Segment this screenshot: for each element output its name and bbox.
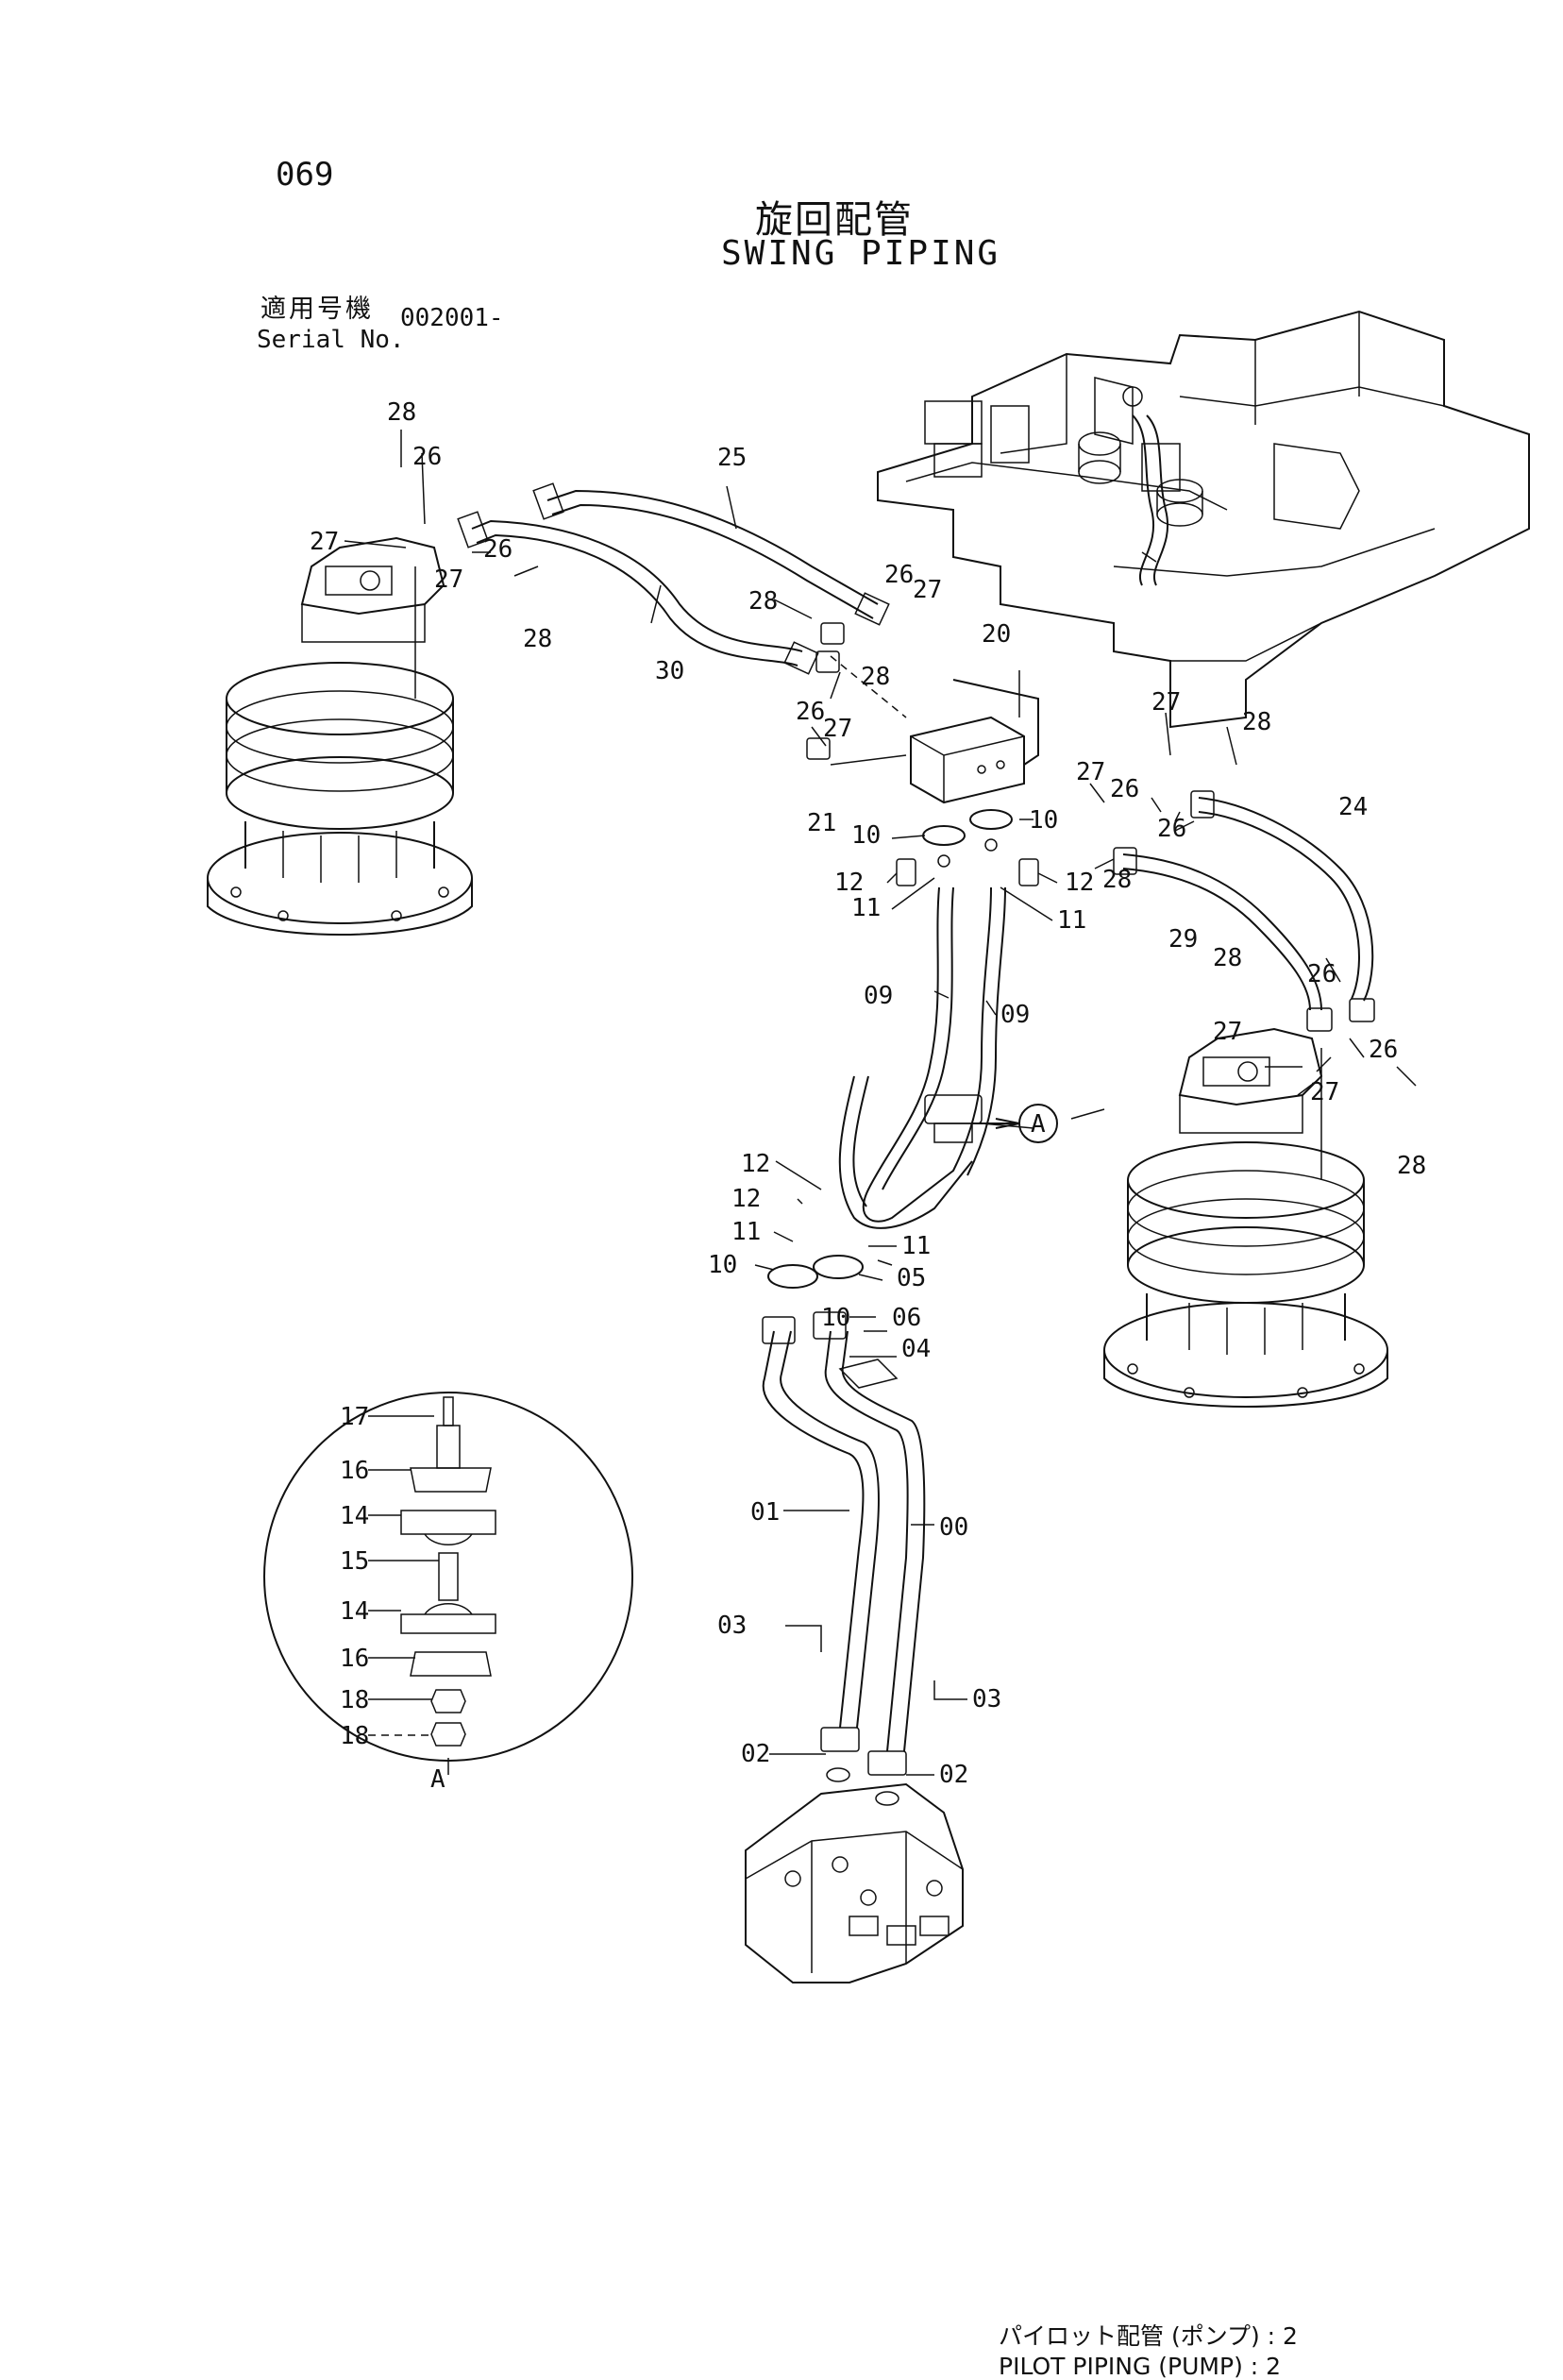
callout-21: 21 [807,809,836,837]
callout-28: 28 [1397,1152,1426,1180]
callout-09: 09 [864,982,893,1010]
callout-30: 30 [655,657,684,685]
callout-18: 18 [340,1722,369,1750]
page-number: 069 [276,156,334,194]
callout-detail-a-label: A [430,1765,445,1794]
callout-04: 04 [901,1335,931,1363]
serial-number-value: 002001- [400,304,504,332]
callout-10: 10 [851,821,881,850]
flanges-center [806,622,1039,886]
parts-diagram-sheet: 069 旋回配管 SWING PIPING 適用号機 Serial No. 00… [207,156,1530,2380]
serial-label-japanese: 適用号機 [260,295,374,324]
serial-label: Serial No. [257,326,405,354]
swing-motor-left [207,536,473,936]
leader-lines [344,430,1417,1776]
callout-26: 26 [483,535,513,564]
callout-28: 28 [748,587,778,616]
callout-27: 27 [1151,688,1181,717]
hoses-24-29 [1113,790,1375,1032]
callout-02: 02 [939,1761,968,1789]
callout-28: 28 [1102,866,1132,894]
exploded-view-drawing: 28 26 27 26 27 28 25 30 28 26 27 28 26 2… [207,310,1530,1983]
callout-12: 12 [741,1150,770,1178]
callout-26: 26 [1307,960,1336,988]
junction-block [910,679,1039,804]
callout-26: 26 [1157,815,1186,843]
control-valve-block [745,1782,964,1983]
callout-06: 06 [892,1304,921,1332]
callout-05: 05 [897,1264,926,1292]
callout-01: 01 [750,1498,780,1527]
callout-24: 24 [1338,793,1368,821]
callout-20: 20 [982,620,1011,649]
callout-09: 09 [1000,1001,1030,1029]
callout-27: 27 [823,715,852,743]
callout-26: 26 [1369,1036,1398,1064]
pilot-piping-note: PILOT PIPING (PUMP) : 2 [999,2353,1282,2380]
callout-11: 11 [731,1218,761,1246]
callout-12: 12 [1065,869,1094,897]
callout-27: 27 [310,528,339,556]
callout-27: 27 [1213,1018,1242,1046]
callout-27: 27 [1310,1078,1339,1106]
callout-14: 14 [340,1597,369,1626]
callout-16: 16 [340,1457,369,1485]
callout-14: 14 [340,1502,369,1530]
callout-28: 28 [387,398,416,427]
callout-labels: 28 26 27 26 27 28 25 30 28 26 27 28 26 2… [310,398,1426,1794]
callout-27: 27 [913,576,942,604]
callout-11: 11 [851,894,881,922]
callout-17: 17 [340,1403,369,1431]
hoses-09 [838,886,1006,1229]
callout-10: 10 [708,1251,737,1279]
pilot-piping-note-japanese: パイロット配管 (ポンプ) : 2 [999,2322,1298,2350]
machine-upper-structure [877,310,1530,729]
detail-a-view [263,1392,633,1762]
callout-28: 28 [523,625,552,653]
callout-11: 11 [901,1232,931,1260]
callout-03: 03 [972,1685,1001,1713]
page-title: SWING PIPING [721,234,1001,273]
swing-motor-right [1103,1027,1388,1408]
callout-26: 26 [412,443,442,471]
callout-02: 02 [741,1740,770,1768]
callout-25: 25 [717,444,747,472]
callout-27: 27 [1076,758,1105,786]
pipes-00-01 [762,1255,926,1806]
callout-16: 16 [340,1645,369,1673]
detail-a-reference [972,1104,1058,1143]
callout-27: 27 [434,565,463,594]
callout-00: 00 [939,1513,968,1542]
callout-15: 15 [340,1547,369,1576]
callout-28: 28 [1213,944,1242,972]
callout-28: 28 [1242,708,1271,736]
callout-10: 10 [1029,806,1058,835]
callout-28: 28 [861,663,890,691]
callout-11: 11 [1057,906,1086,935]
callout-29: 29 [1168,925,1198,954]
callout-26: 26 [796,698,825,726]
callout-detail-a-ref: A [1031,1110,1046,1139]
callout-12: 12 [834,869,864,897]
page-title-japanese: 旋回配管 [755,198,914,242]
callout-10: 10 [821,1304,850,1332]
swing-hoses-upper [457,482,890,675]
callout-03: 03 [717,1612,747,1640]
callout-26: 26 [884,561,914,589]
callout-18: 18 [340,1686,369,1714]
callout-26: 26 [1110,775,1139,803]
callout-12: 12 [731,1185,761,1213]
